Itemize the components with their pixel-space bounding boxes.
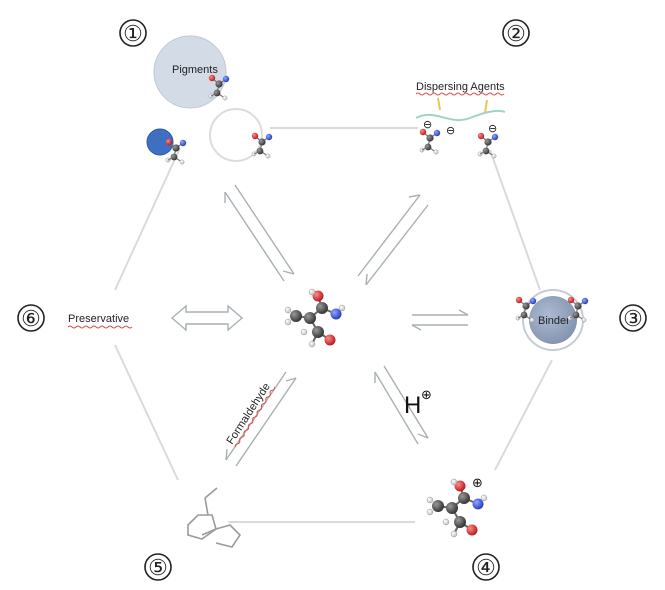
dispersing-molecule-2-icon — [477, 132, 499, 159]
node-number-3-text: ③ — [623, 307, 643, 332]
dispersing-agents-label: Dispersing Agents — [416, 81, 505, 93]
oxazolidine-structure — [187, 487, 242, 548]
binder-node: Binder — [515, 289, 589, 351]
formaldehyde-label: Formaldehyde — [224, 381, 272, 447]
equilibrium-arrow-node2 — [357, 194, 429, 286]
center-molecule-icon — [284, 288, 346, 348]
positive-charge-icon: ⊕ — [472, 476, 483, 491]
node-number-4-text: ⑤ — [148, 556, 168, 581]
h-plus-label: H — [404, 392, 421, 419]
equilibrium-arrow-node3 — [411, 309, 469, 331]
formaldehyde-label-group: Formaldehyde — [224, 381, 276, 448]
node-number-5: ⑤ — [144, 553, 172, 581]
polymer-chain — [415, 109, 506, 122]
node-number-4-text: ④ — [476, 556, 496, 581]
equilibrium-arrow-node5 — [225, 371, 297, 467]
node-number-2-text: ② — [506, 22, 526, 47]
negative-charge-icon-3: ⊖ — [488, 122, 497, 135]
binder-bubble — [529, 296, 577, 344]
node-number-6: ⑥ — [17, 304, 45, 332]
binder-label: Binder — [538, 315, 570, 327]
dispersing-molecule-1-icon — [419, 128, 441, 155]
node-number-3: ③ — [619, 304, 647, 332]
node-number-2: ② — [502, 19, 530, 47]
double-arrow-node6 — [170, 304, 244, 332]
hexagon-outline — [114, 127, 553, 523]
protonated-molecule-node: ⊕ — [426, 476, 488, 538]
preservative-node: Preservative — [67, 313, 133, 329]
equilibrium-arrow-node4 — [374, 365, 429, 445]
h-plus-charge: ⊕ — [421, 388, 432, 403]
pigment-particle-icon — [146, 128, 174, 156]
pigments-node: Pigments — [146, 35, 273, 165]
node-number-6-text: ⑥ — [21, 307, 41, 332]
pigments-label: Pigments — [172, 64, 218, 76]
node-number-1: ① — [119, 19, 147, 47]
node-number-1-text: ① — [123, 22, 143, 47]
pigments-bubble — [153, 35, 227, 109]
dispersing-agents-node: Dispersing Agents ⊖ ⊖ ⊖ — [415, 81, 506, 159]
preservative-label: Preservative — [68, 313, 129, 325]
h-plus-label-group: H ⊕ — [404, 388, 432, 419]
negative-charge-icon-2: ⊖ — [446, 124, 455, 137]
node-number-4: ④ — [472, 553, 500, 581]
equilibrium-arrow-node1 — [224, 184, 295, 282]
negative-charge-icon-1: ⊖ — [423, 118, 432, 131]
empty-pigment-bubble — [209, 108, 263, 162]
